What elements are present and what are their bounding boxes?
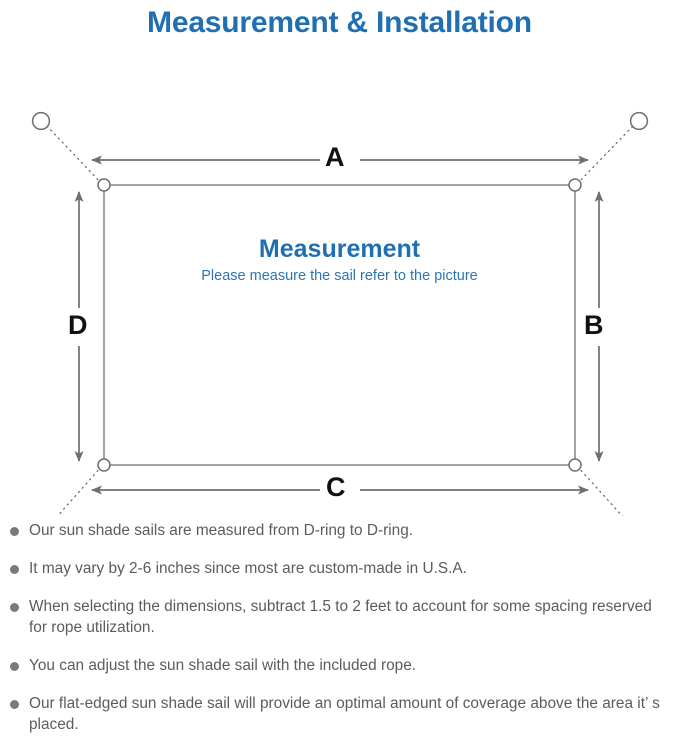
- rope-line-bottom-left: [56, 465, 103, 516]
- rope-line-bottom-right: [576, 465, 624, 516]
- bullet-icon: [10, 700, 19, 709]
- list-item: You can adjust the sun shade sail with t…: [10, 655, 671, 676]
- note-text: Our sun shade sails are measured from D-…: [29, 522, 414, 539]
- note-text: Our flat-edged sun shade sail will provi…: [29, 695, 660, 733]
- d-ring-bottom-left-icon: [97, 458, 111, 472]
- d-ring-top-right-icon: [568, 178, 582, 192]
- list-item: When selecting the dimensions, subtract …: [10, 596, 671, 638]
- bullet-icon: [10, 603, 19, 612]
- list-item: It may vary by 2-6 inches since most are…: [10, 558, 671, 579]
- d-ring-top-left-icon: [97, 178, 111, 192]
- bullet-icon: [10, 662, 19, 671]
- dimension-label-b: B: [584, 310, 604, 340]
- notes-list: Our sun shade sails are measured from D-…: [0, 520, 679, 752]
- note-text: You can adjust the sun shade sail with t…: [29, 657, 417, 674]
- list-item: Our flat-edged sun shade sail will provi…: [10, 693, 671, 735]
- dimension-label-a: A: [325, 142, 345, 172]
- note-text: When selecting the dimensions, subtract …: [29, 598, 652, 636]
- page-title: Measurement & Installation: [147, 6, 532, 39]
- sail-rectangle: [103, 184, 576, 466]
- dimension-label-c: C: [326, 472, 346, 502]
- anchor-ring-top-left-icon: [31, 111, 51, 131]
- list-item: Our sun shade sails are measured from D-…: [10, 520, 671, 541]
- diagram-canvas: [31, 111, 649, 516]
- rope-line-top-right: [576, 124, 635, 185]
- bullet-icon: [10, 565, 19, 574]
- rope-line-top-left: [45, 124, 103, 185]
- bullet-icon: [10, 527, 19, 536]
- measurement-diagram: A B C D Measurement Please measure the s…: [0, 46, 679, 516]
- note-text: It may vary by 2-6 inches since most are…: [29, 560, 467, 577]
- dimension-label-d: D: [68, 310, 88, 340]
- anchor-ring-top-right-icon: [629, 111, 649, 131]
- d-ring-bottom-right-icon: [568, 458, 582, 472]
